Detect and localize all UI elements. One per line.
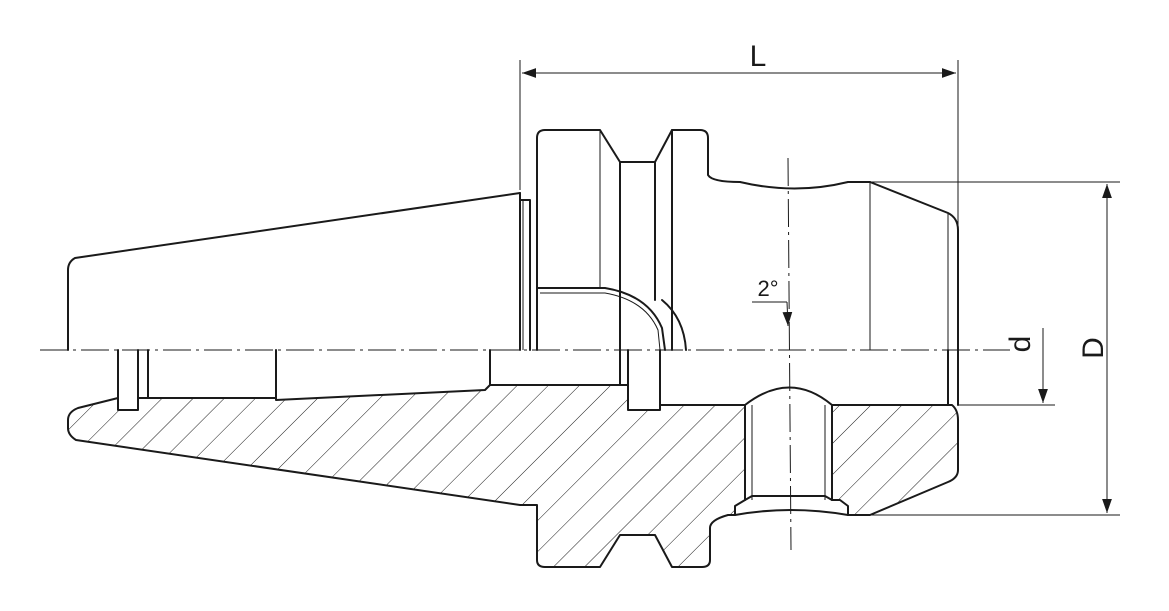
- taper-angle-label: 2°: [757, 276, 778, 301]
- dimension-outer-diameter: D: [870, 181, 1120, 516]
- bore-diameter-label: d: [1004, 336, 1037, 353]
- dimension-taper-angle: 2°: [752, 276, 793, 327]
- vertical-centerline: [787, 157, 792, 551]
- dimension-bore-diameter: d: [958, 328, 1055, 406]
- upper-outline: [67, 129, 959, 351]
- dimension-length: L: [519, 40, 959, 228]
- outer-diameter-label: D: [1077, 337, 1110, 359]
- length-label: L: [750, 40, 767, 73]
- lower-section: [67, 349, 959, 568]
